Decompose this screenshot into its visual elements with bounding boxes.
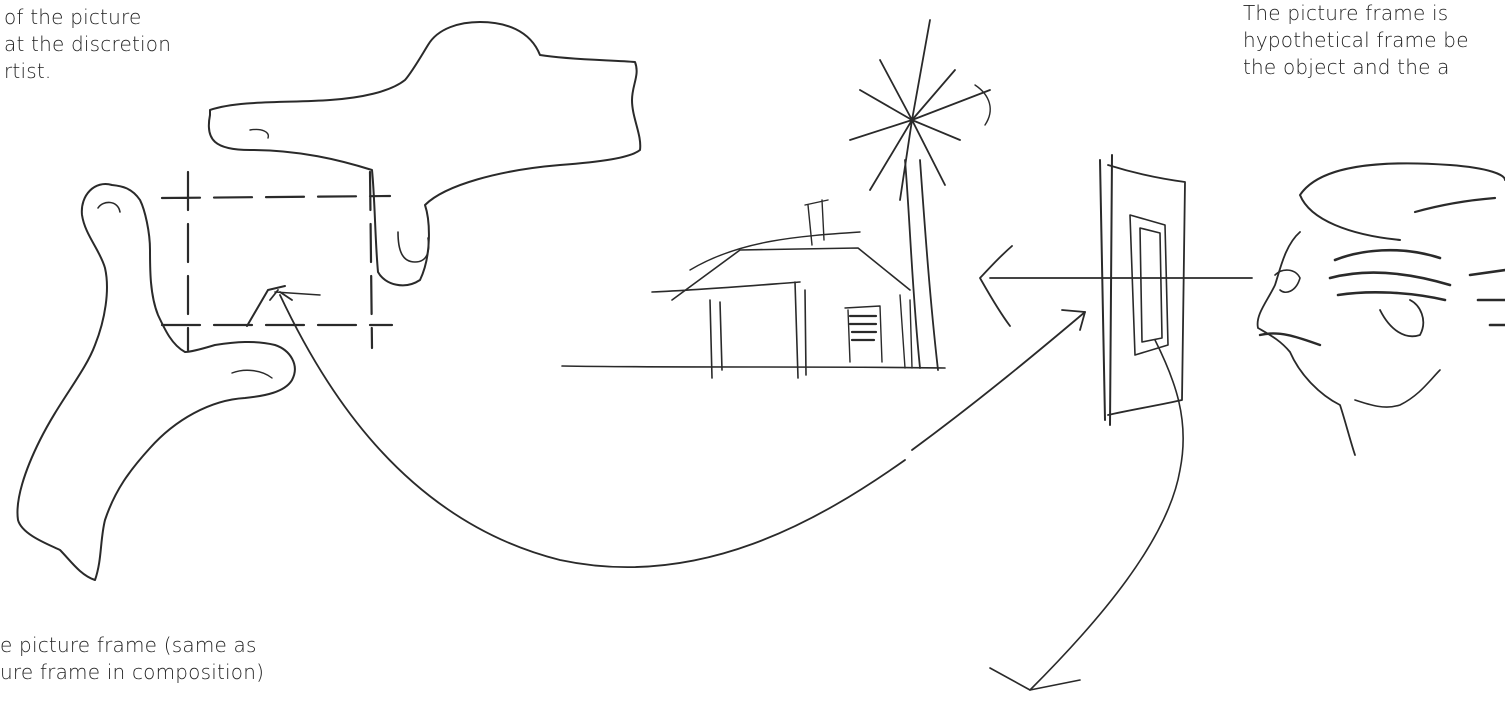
down-arrow — [1030, 340, 1183, 690]
artist-face-drawing — [1258, 163, 1505, 455]
lower-hand — [17, 184, 294, 580]
upper-hand — [209, 22, 640, 285]
curved-arrow — [280, 295, 1085, 567]
hypothetical-frame-drawing — [1100, 155, 1185, 425]
dashed-frame — [162, 172, 392, 350]
hands-frame-drawing — [17, 22, 640, 580]
landscape-drawing — [562, 20, 990, 378]
